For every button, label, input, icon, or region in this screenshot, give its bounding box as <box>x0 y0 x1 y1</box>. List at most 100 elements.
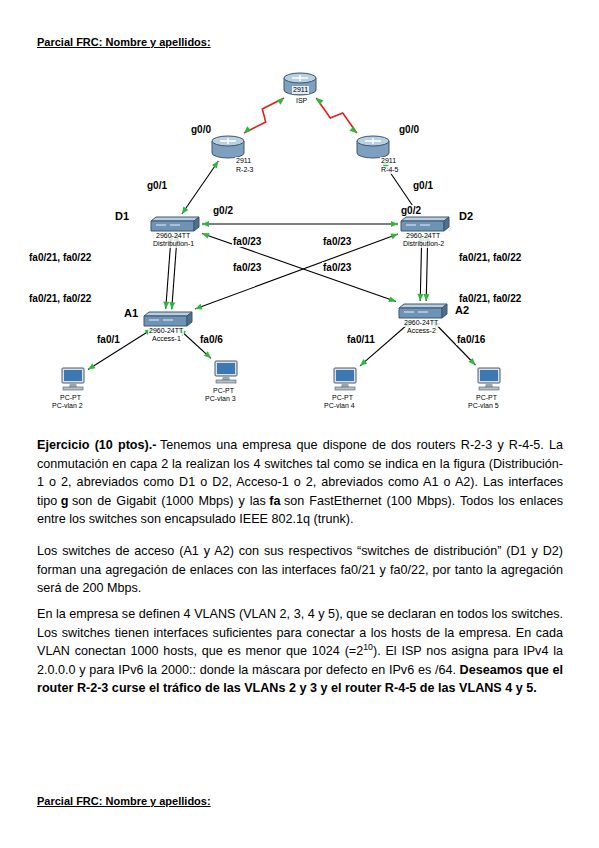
port-label: g0/2 <box>212 205 234 216</box>
paragraph: Ejercicio (10 ptos).-Tenemos una empresa… <box>37 436 563 529</box>
pc-node: PC-PTPC-vlan 3 <box>213 360 239 384</box>
body-text: Ejercicio (10 ptos).- <box>37 438 156 452</box>
link-light <box>88 363 96 369</box>
body-text: Los switches de acceso (A1 y A2) con sus… <box>37 544 563 595</box>
device-label: Access-2 <box>406 327 437 335</box>
device-label: PC-vlan 3 <box>204 395 237 403</box>
device-label: 2960-24TT <box>403 319 439 327</box>
pc-node: PC-PTPC-vlan 4 <box>332 367 358 391</box>
link-light <box>277 98 284 105</box>
body-text: g <box>61 494 69 508</box>
device-label: Distribution-1 <box>152 240 195 248</box>
pc-icon <box>213 360 239 384</box>
page-title: Parcial FRC: Nombre y apellidos: <box>37 36 211 48</box>
device-label: 2911 <box>380 157 397 165</box>
device-label: PC-vlan 2 <box>51 402 84 410</box>
serial-link <box>316 98 357 133</box>
port-label: g0/1 <box>412 180 434 191</box>
port-label: fa0/21, fa0/22 <box>458 252 522 263</box>
pc-icon <box>60 367 86 391</box>
ethernet-link <box>195 234 398 310</box>
port-label: fa0/21, fa0/22 <box>28 252 92 263</box>
link-light <box>244 126 251 133</box>
paragraph: En la empresa se definen 4 VLANS (VLAN 2… <box>37 605 563 698</box>
port-label: fa0/21, fa0/22 <box>28 293 92 304</box>
device-label: PC-PT <box>475 394 498 402</box>
port-label: fa0/23 <box>322 236 352 247</box>
link-light <box>350 126 357 133</box>
port-label: fa0/23 <box>232 262 262 273</box>
isp-router-node: 2911ISP <box>283 72 317 96</box>
link-light <box>195 304 203 310</box>
device-label: PC-vlan 4 <box>323 402 356 410</box>
switch-node: A22960-24TTAccess-2 <box>398 303 448 319</box>
device-label: PC-PT <box>331 394 354 402</box>
body-text: fa <box>269 494 280 508</box>
link-light <box>423 294 429 301</box>
device-label: 2911 <box>235 157 252 165</box>
link-light <box>390 234 398 240</box>
link-light <box>212 161 218 168</box>
link-light <box>417 294 423 301</box>
device-label: 2960-24TT <box>155 232 191 240</box>
device-label: ISP <box>295 97 308 105</box>
link-light <box>468 358 475 365</box>
port-label: g0/0 <box>398 124 420 135</box>
router-icon <box>211 135 245 159</box>
link-light <box>169 302 175 309</box>
link-light <box>182 207 188 214</box>
link-light <box>391 221 398 227</box>
port-label: fa0/23 <box>322 262 352 273</box>
device-label: PC-PT <box>212 387 235 395</box>
paragraph: Los switches de acceso (A1 y A2) con sus… <box>37 542 563 598</box>
port-label: fa0/6 <box>199 334 224 345</box>
switch-icon <box>400 216 450 232</box>
switch-icon <box>143 311 193 327</box>
device-label: R-2-3 <box>235 166 255 174</box>
link-light <box>360 359 367 366</box>
device-label: PC-vlan 5 <box>467 402 500 410</box>
device-label: Access-1 <box>151 335 182 343</box>
device-label: 2960-24TT <box>405 232 441 240</box>
device-tag: D2 <box>458 210 474 222</box>
body-text: son de Gigabit (1000 Mbps) y las <box>72 494 266 508</box>
port-label: fa0/21, fa0/22 <box>458 293 522 304</box>
device-label: Distribution-2 <box>402 240 445 248</box>
pc-node: PC-PTPC-vlan 2 <box>60 367 86 391</box>
port-label: g0/0 <box>190 124 212 135</box>
superscript: 10 <box>363 642 373 652</box>
port-label: fa0/16 <box>456 334 486 345</box>
device-label: PC-PT <box>59 394 82 402</box>
switch-node: A12960-24TTAccess-1 <box>143 311 193 327</box>
ethernet-link <box>202 221 398 227</box>
link-light <box>316 98 323 105</box>
serial-link <box>244 98 284 133</box>
switch-icon <box>398 303 448 319</box>
switch-node: D22960-24TTDistribution-2 <box>400 216 450 232</box>
port-label: fa0/23 <box>232 236 262 247</box>
router-icon <box>356 135 390 159</box>
link-light <box>202 233 210 239</box>
device-tag: D1 <box>114 210 130 222</box>
page-title: Parcial FRC: Nombre y apellidos: <box>37 795 211 807</box>
port-label: fa0/1 <box>96 334 121 345</box>
link-light <box>163 302 169 309</box>
router-node: 2911R-4-5 <box>356 135 390 159</box>
router-node: 2911R-2-3 <box>211 135 245 159</box>
ethernet-link <box>202 233 396 302</box>
port-label: g0/2 <box>400 205 422 216</box>
device-tag: A2 <box>454 304 470 316</box>
device-label: 2911 <box>292 86 309 94</box>
link-light <box>204 351 211 358</box>
switch-node: D12960-24TTDistribution-1 <box>150 216 200 232</box>
link-light <box>388 296 396 302</box>
pc-icon <box>332 367 358 391</box>
pc-node: PC-PTPC-vlan 5 <box>476 367 502 391</box>
link-light <box>202 221 209 227</box>
device-label: 2960-24TT <box>148 327 184 335</box>
pc-icon <box>476 367 502 391</box>
device-label: R-4-5 <box>380 166 400 174</box>
port-label: fa0/11 <box>346 334 376 345</box>
